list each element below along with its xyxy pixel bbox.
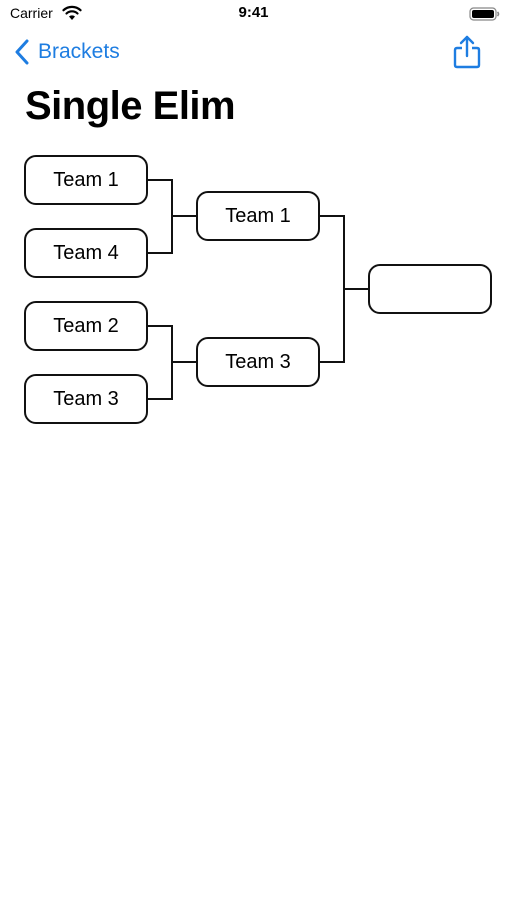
final-slot[interactable] [368,264,492,314]
back-button-label: Brackets [38,40,120,63]
share-icon[interactable] [452,34,482,70]
round2-slot[interactable]: Team 3 [196,337,320,387]
page-title: Single Elim [25,84,236,128]
wifi-icon [62,5,82,20]
round1-slot[interactable]: Team 1 [24,155,148,205]
round1-slot[interactable]: Team 4 [24,228,148,278]
connector-line [148,179,173,254]
carrier-label: Carrier [10,5,53,21]
back-button[interactable]: Brackets [14,36,120,68]
status-bar: Carrier 9:41 [0,0,507,28]
round2-slot[interactable]: Team 1 [196,191,320,241]
connector-line [319,215,345,363]
chevron-left-icon [15,39,29,65]
battery-icon [469,7,500,21]
status-time: 9:41 [238,4,269,21]
round1-slot[interactable]: Team 3 [24,374,148,424]
connector-line [148,325,173,400]
round1-slot[interactable]: Team 2 [24,301,148,351]
